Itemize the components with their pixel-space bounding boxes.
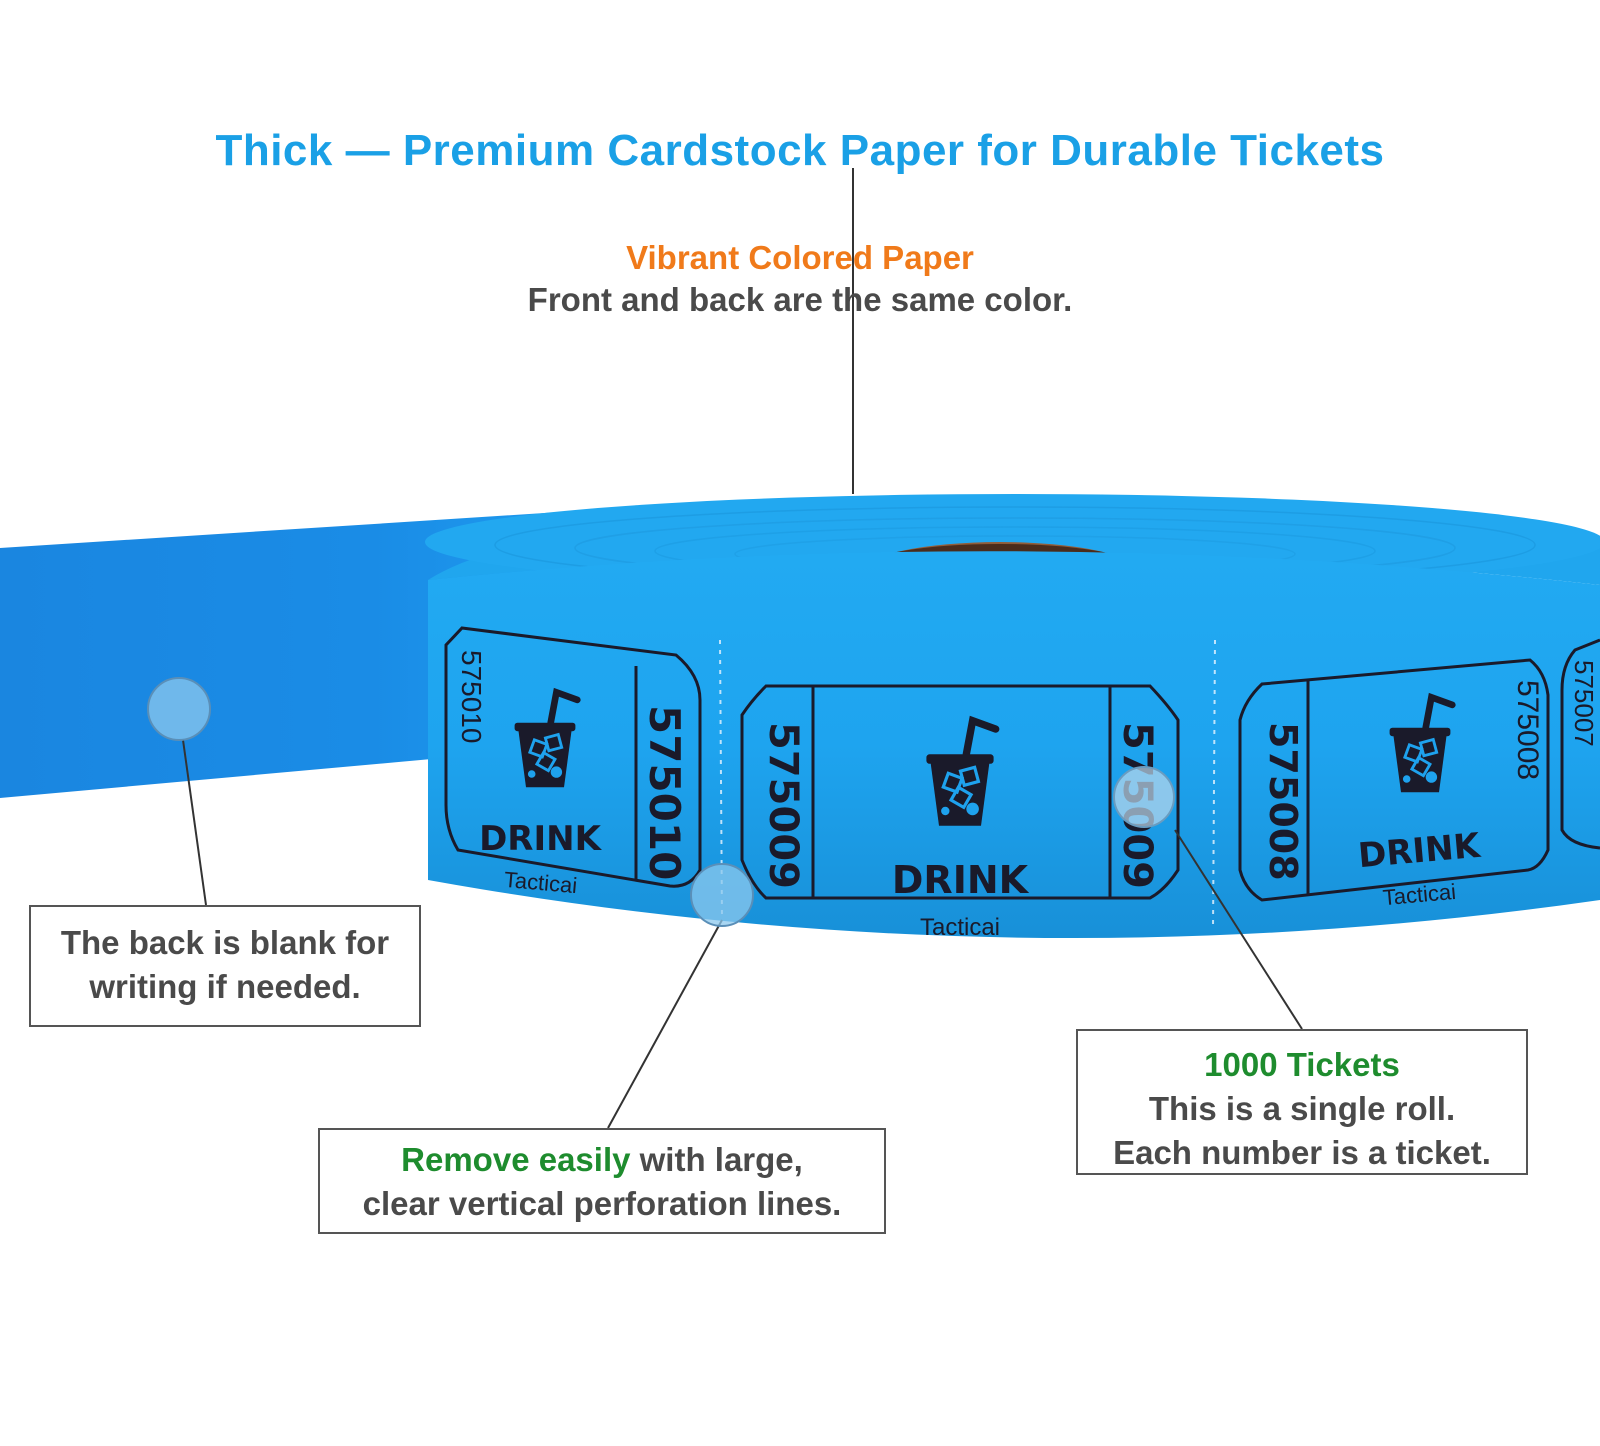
ticket-number: 575009 [760,722,806,889]
ticket-count-callout: 1000 Tickets This is a single roll. Each… [1076,1029,1528,1175]
ticket-brand: Tacticai [920,914,1000,941]
vibrant-description: Front and back are the same color. [527,281,1073,318]
callout-dot-icon [690,863,754,927]
leader-line-count [1174,829,1303,1030]
ticket-stub-number: 575007 [1569,660,1599,747]
ticket-number: 575010 [640,705,689,880]
vibrant-title: Vibrant Colored Paper [626,239,974,276]
leader-line-back [182,739,207,906]
ticket-575010: DRINK Tacticai 575010 575010 [444,626,702,898]
ticket-word: DRINK [479,819,603,859]
count-callout-line1: This is a single roll. [1148,1090,1456,1127]
callout-dot-icon [147,677,211,741]
back-blank-callout: The back is blank for writing if needed. [29,905,421,1027]
perforation-highlight: Remove easily [401,1141,631,1178]
vibrant-paper-note: Vibrant Colored Paper Front and back are… [400,238,1200,322]
back-callout-line2: writing if needed. [89,968,361,1005]
ticket-word: DRINK [892,858,1030,902]
ticket-number: 575008 [1261,722,1305,881]
perforation-callout-line2: clear vertical perforation lines. [362,1185,842,1222]
back-callout-line1: The back is blank for [60,924,390,961]
perforation-line1-rest: with large, [630,1141,803,1178]
leader-line-perf [607,919,723,1129]
callout-dot-icon [1113,766,1175,828]
ticket-stub-number: 575010 [456,650,487,743]
ticket-575007: 575007 [1560,638,1600,850]
ticket-stub-number: 575008 [1511,680,1544,780]
perforation-callout: Remove easily with large, clear vertical… [318,1128,886,1234]
count-callout-title: 1000 Tickets [1204,1046,1400,1083]
headline: Thick — Premium Cardstock Paper for Dura… [215,126,1385,175]
perforation-callout-line1: Remove easily with large, [320,1138,884,1182]
ticket-575009: DRINK Tacticai 575009 575009 [740,684,1180,941]
count-callout-line2: Each number is a ticket. [1113,1134,1491,1171]
